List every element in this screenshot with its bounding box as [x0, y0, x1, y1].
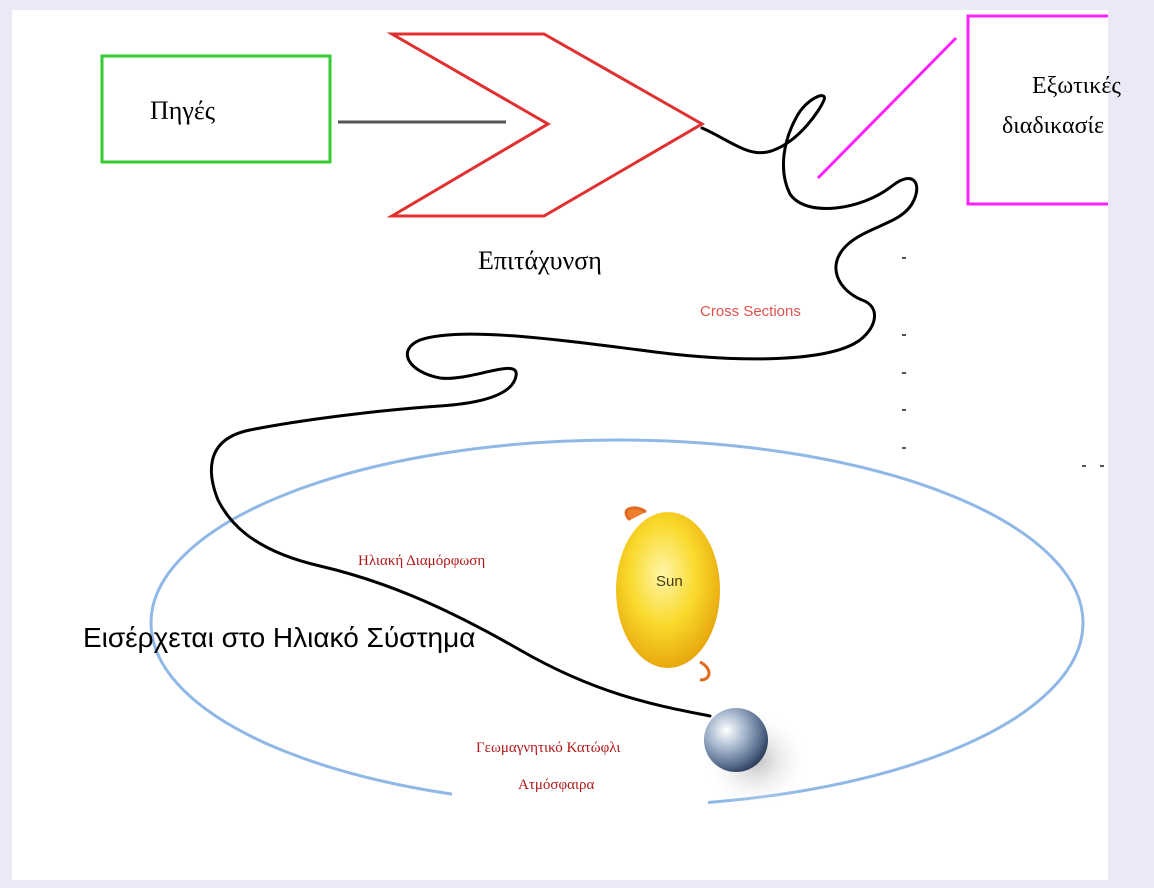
geomag-patch — [452, 716, 708, 820]
geomagnetic-cutoff-label: Γεωμαγνητικό Κατώφλι — [476, 740, 621, 756]
sun-flare-bottom — [699, 660, 711, 682]
exotic-processes-box — [966, 14, 1154, 206]
atmosphere-label: Ατμόσφαιρα — [518, 777, 595, 793]
solar-modulation-label: Ηλιακή Διαμόρφωση — [358, 553, 486, 569]
earth — [704, 708, 768, 772]
bottom-border-strip — [0, 880, 884, 888]
sun — [616, 512, 720, 668]
particle-path — [209, 94, 919, 718]
enters-solar-system-label: Εισέρχεται στο Ηλιακό Σύστημα — [83, 622, 476, 653]
solar-mod-patch — [326, 522, 546, 594]
sources-label: Πηγές — [150, 96, 216, 125]
right-border-strip — [1108, 0, 1154, 888]
acceleration-label: Επιτάχυνση — [478, 246, 602, 275]
exotic-processes-label-line1: Εξωτικές — [1032, 73, 1121, 99]
exotic-connector-line — [816, 36, 958, 180]
sources-box — [100, 54, 332, 164]
exotic-processes-label-line2: διαδικασίε — [1002, 113, 1105, 139]
sun-label: Sun — [656, 573, 683, 590]
cross-sections-label: Cross Sections — [700, 303, 801, 320]
dotted-line — [902, 257, 1104, 467]
sun-flare-top — [624, 506, 647, 522]
accelerator-chevron — [386, 32, 706, 218]
